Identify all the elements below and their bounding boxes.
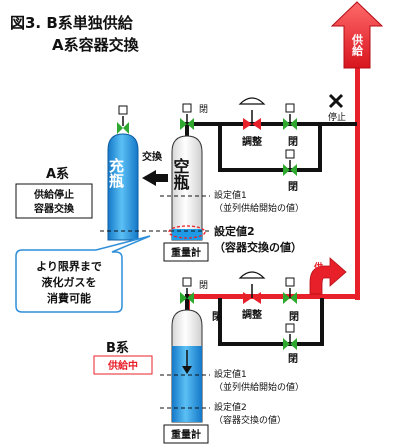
callout-line3: 消費可能 [47,291,91,305]
tank-b [171,309,203,423]
valve-a-outlet-label: 閉 [288,136,298,148]
system-b-status: 供給中 [107,359,138,372]
supply-arrow-up: 供給 [330,1,384,69]
valve-b-outlet[interactable] [283,277,297,304]
full-tank-a [107,105,139,241]
scale-b-label: 重量計 [171,428,201,441]
system-a-name: A系 [46,166,69,182]
stop-label: 停止 [328,111,346,123]
regulator-b[interactable] [238,271,266,304]
setpoint2-b-line1: 設定値2 [214,401,247,413]
full-tank-label: 充瓶 [107,157,125,189]
system-a-status-line2: 容器交換 [33,202,75,215]
scale-b-box [163,424,209,444]
system-b-name: B系 [106,340,129,356]
exchange-arrow [142,170,168,186]
supply-arrow-curved: 供給 [309,257,347,295]
setpoint2-a-highlight [168,225,206,239]
setpoint1-a-line2: （並列供給開始の値） [214,202,304,214]
setpoint1-b-line1: 設定値1 [214,368,247,380]
scale-a-box [163,242,209,262]
valve-a-tank-label: 閉 [199,104,208,115]
setpoint1-b-line2: （並列供給開始の値） [214,381,304,393]
stop-mark [328,93,344,109]
setpoint1-a-line1: 設定値1 [214,189,247,201]
empty-tank-a [171,135,203,241]
setpoint2-a-line1: 設定値2 [214,224,255,238]
valve-b-left-label: 閉 [212,311,222,323]
title-line2: A系容器交換 [52,36,140,54]
valve-a-tank[interactable] [180,103,194,130]
empty-tank-label: 空瓶 [171,157,190,191]
valve-b-bypass-label: 閉 [288,353,298,365]
callout [15,235,151,313]
regulator-b-label: 調整 [242,308,262,321]
system-b-status-box [93,355,153,375]
supply-arrow-label: 供給 [351,33,365,57]
pipe-a [185,122,357,172]
exchange-label: 交換 [142,150,163,163]
supply-arrow2-label: 供給 [312,261,324,281]
callout-line1: より限界まで [36,259,102,273]
valve-b-outlet-label: 閉 [289,311,299,323]
valve-b-bypass[interactable] [283,323,297,350]
valve-b-tank[interactable] [180,277,194,304]
valve-a-outlet[interactable] [283,103,297,130]
system-a-status-line1: 供給停止 [33,188,74,201]
valve-a-bypass[interactable] [283,149,297,176]
setpoint2-b-line2: （容器交換の値） [214,414,286,426]
system-a-status-box [15,183,93,219]
title-line1: 図3. B系単独供給 [10,14,134,32]
valve-a-bypass-label: 閉 [288,181,298,193]
callout-line2: 液化ガスを [42,275,97,289]
setpoint2-a-line2: （容器交換の値） [214,240,302,254]
regulator-a[interactable] [238,97,266,130]
scale-a-label: 重量計 [171,246,201,259]
valve-b-tank-label: 閉 [199,280,208,291]
regulator-a-label: 調整 [242,135,262,148]
